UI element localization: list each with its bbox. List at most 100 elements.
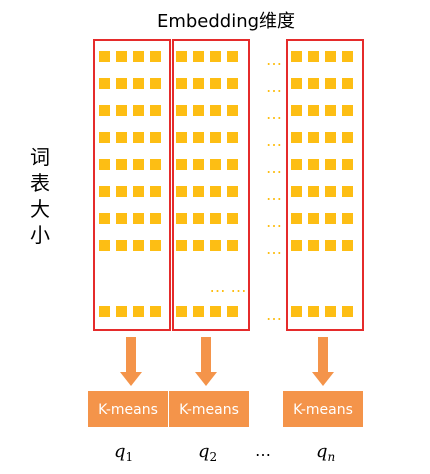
embedding-cell: [116, 240, 127, 251]
embedding-cell: [193, 306, 204, 317]
centroid-labels: q1 q2 qn …: [114, 441, 335, 464]
row-ellipsis: …: [266, 131, 282, 150]
embedding-cell: [150, 159, 161, 170]
embedding-cell: [150, 132, 161, 143]
embedding-cell: [342, 51, 353, 62]
embedding-cell: [193, 105, 204, 116]
q-sub: 2: [210, 450, 218, 464]
embedding-cell: [176, 186, 187, 197]
embedding-cell: [99, 306, 110, 317]
embedding-cell: [291, 132, 302, 143]
embedding-cell: [210, 51, 221, 62]
embedding-cell: [227, 51, 238, 62]
q-base: q: [198, 441, 210, 462]
embedding-cell: [291, 240, 302, 251]
q-base: q: [316, 441, 328, 462]
embedding-cell: [176, 159, 187, 170]
embedding-cell: [150, 240, 161, 251]
qn-label: qn: [316, 441, 335, 464]
embedding-cell: [291, 51, 302, 62]
embedding-cell: [291, 186, 302, 197]
column-group-box-1: [93, 39, 171, 331]
kmeans-label-1: K-means: [98, 402, 158, 418]
embedding-grid: [99, 51, 353, 317]
embedding-cell: [99, 132, 110, 143]
embedding-cell: [99, 51, 110, 62]
q-ellipsis: …: [255, 441, 271, 460]
embedding-cell: [291, 105, 302, 116]
row-ellipsis: …: [266, 50, 282, 69]
embedding-cell: [325, 132, 336, 143]
embedding-cell: [210, 186, 221, 197]
kmeans-box-2: [169, 391, 249, 427]
embedding-cell: [99, 186, 110, 197]
embedding-cell: [193, 159, 204, 170]
kmeans-label-n: K-means: [293, 402, 353, 418]
embedding-cell: [133, 186, 144, 197]
ellipsis-group: … … … … … … … … … … …: [209, 50, 282, 324]
row-ellipsis: …: [266, 158, 282, 177]
embedding-cell: [308, 132, 319, 143]
embedding-cell: [342, 159, 353, 170]
embedding-cell: [193, 240, 204, 251]
side-char: 大: [30, 197, 50, 221]
embedding-cell: [133, 51, 144, 62]
q1-label: q1: [114, 441, 133, 464]
embedding-cell: [291, 159, 302, 170]
embedding-cell: [342, 132, 353, 143]
embedding-dimension-title: Embedding维度: [157, 11, 295, 32]
embedding-cell: [210, 105, 221, 116]
embedding-cell: [193, 51, 204, 62]
arrow-n: [312, 337, 334, 386]
embedding-cell: [150, 105, 161, 116]
column-group-boxes: [93, 39, 364, 331]
embedding-cell: [193, 213, 204, 224]
embedding-cell: [308, 240, 319, 251]
embedding-cell: [325, 78, 336, 89]
q-sub: n: [328, 450, 336, 464]
embedding-cell: [116, 78, 127, 89]
arrow-2: [195, 337, 217, 386]
embedding-cell: [291, 306, 302, 317]
embedding-cell: [133, 306, 144, 317]
embedding-cell: [116, 213, 127, 224]
embedding-cell: [116, 159, 127, 170]
embedding-cell: [325, 240, 336, 251]
embedding-cell: [99, 213, 110, 224]
embedding-cell: [308, 306, 319, 317]
embedding-cell: [176, 78, 187, 89]
row-ellipsis: …: [266, 77, 282, 96]
row-ellipsis: …: [266, 104, 282, 123]
kmeans-box-1: [88, 391, 168, 427]
embedding-cell: [325, 105, 336, 116]
embedding-cell: [133, 132, 144, 143]
embedding-cell: [99, 159, 110, 170]
embedding-cell: [227, 159, 238, 170]
embedding-cell: [116, 306, 127, 317]
embedding-cell: [176, 105, 187, 116]
embedding-cell: [150, 306, 161, 317]
embedding-cell: [342, 78, 353, 89]
row-ellipsis: …: [266, 212, 282, 231]
embedding-cell: [150, 213, 161, 224]
embedding-cell: [325, 186, 336, 197]
embedding-cell: [325, 306, 336, 317]
embedding-cell: [227, 306, 238, 317]
embedding-cell: [342, 186, 353, 197]
embedding-cell: [227, 186, 238, 197]
embedding-cell: [176, 306, 187, 317]
embedding-cell: [150, 51, 161, 62]
embedding-cell: [116, 105, 127, 116]
embedding-cell: [176, 51, 187, 62]
embedding-cell: [150, 78, 161, 89]
embedding-cell: [99, 105, 110, 116]
embedding-cell: [342, 213, 353, 224]
embedding-cell: [150, 186, 161, 197]
embedding-cell: [176, 240, 187, 251]
kmeans-boxes: K-means K-means K-means: [88, 391, 363, 427]
embedding-cell: [133, 240, 144, 251]
embedding-cell: [133, 213, 144, 224]
embedding-cell: [176, 213, 187, 224]
row-ellipsis: …: [266, 185, 282, 204]
